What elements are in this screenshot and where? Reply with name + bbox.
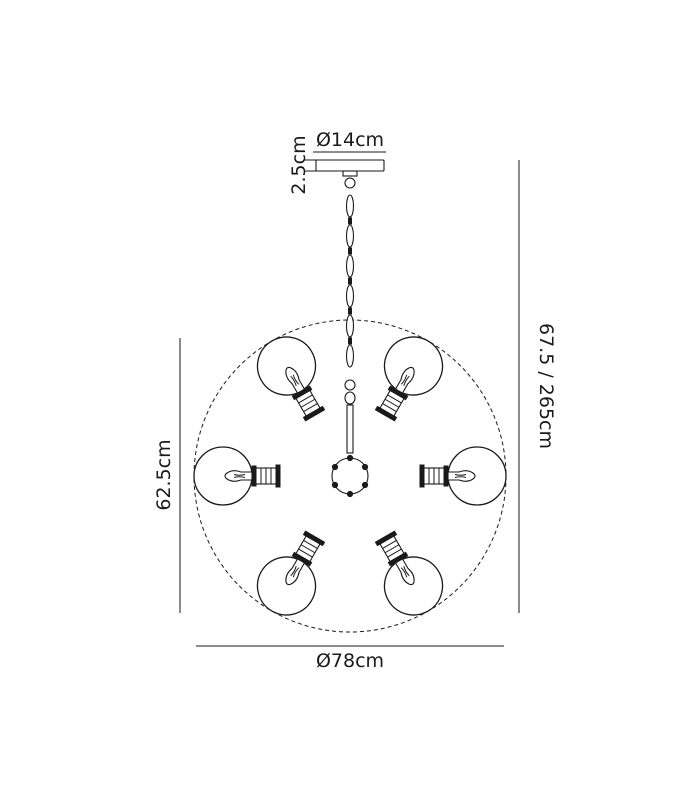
chain-link bbox=[348, 217, 352, 225]
lamp-head bbox=[374, 336, 444, 422]
lamp-head bbox=[256, 336, 326, 422]
chain-link bbox=[348, 307, 352, 315]
lamp-head bbox=[193, 446, 281, 506]
canopy-height-dimension: 2.5cm bbox=[288, 135, 318, 195]
arm-rod-inner bbox=[312, 490, 343, 540]
lampholder-flange bbox=[251, 465, 257, 487]
hub-stem bbox=[346, 404, 354, 454]
lampholder-rib bbox=[382, 403, 397, 413]
canopy-diameter-dimension: Ø14cm bbox=[313, 129, 386, 153]
hub-screw bbox=[346, 454, 354, 462]
chain-link bbox=[345, 194, 355, 218]
lampholder-rib bbox=[387, 394, 402, 404]
hub-screw bbox=[346, 490, 354, 498]
chain-ring bbox=[344, 379, 356, 391]
arms bbox=[278, 412, 422, 540]
lampholder-rib bbox=[300, 398, 316, 408]
chain-link bbox=[348, 277, 352, 285]
ceiling-canopy bbox=[315, 159, 385, 177]
lampholder-rib bbox=[298, 548, 313, 558]
hub-screw bbox=[361, 463, 369, 471]
lampholder-rib bbox=[303, 539, 318, 549]
canopy-diameter-label: Ø14cm bbox=[316, 129, 384, 151]
bulb-filament bbox=[400, 566, 410, 578]
lampholder-flange bbox=[275, 464, 281, 488]
chain-link bbox=[348, 337, 352, 345]
lampholder-rib bbox=[382, 539, 397, 549]
chain-shackle bbox=[344, 391, 356, 405]
lampholder bbox=[422, 467, 448, 485]
lampholder-rib bbox=[384, 398, 400, 408]
lamp-head bbox=[419, 446, 507, 506]
glass-globe bbox=[256, 336, 317, 396]
chain-link bbox=[345, 254, 355, 278]
hub-screw bbox=[361, 481, 369, 489]
candle-bulb bbox=[447, 470, 476, 482]
chain-ring bbox=[344, 177, 356, 189]
chain-link bbox=[345, 284, 355, 308]
bulb-filament bbox=[290, 374, 300, 386]
canopy-plate bbox=[315, 159, 385, 172]
bulb-filament bbox=[290, 566, 300, 578]
arm-rod-inner bbox=[312, 412, 343, 462]
chain-link bbox=[345, 224, 355, 248]
lampholder-flange bbox=[443, 465, 449, 487]
hub-screw bbox=[331, 463, 339, 471]
lampholder-flange bbox=[302, 530, 326, 547]
bulb-filament bbox=[233, 474, 246, 478]
lampholder-rib bbox=[300, 544, 316, 554]
suspension-chain bbox=[344, 177, 356, 405]
lampholder-flange bbox=[374, 530, 398, 547]
canopy-height-label: 2.5cm bbox=[288, 135, 310, 194]
hub-screw bbox=[331, 481, 339, 489]
overall-height-label: 67.5 / 265cm bbox=[535, 323, 557, 449]
hub-body bbox=[331, 457, 369, 495]
lampholder-flange bbox=[374, 405, 398, 422]
glass-globe bbox=[256, 556, 317, 616]
chain-link bbox=[345, 344, 355, 368]
lampholder-rib bbox=[303, 403, 318, 413]
chain-link bbox=[348, 247, 352, 255]
bulb-filament bbox=[400, 374, 410, 386]
lampholder-flange bbox=[302, 405, 326, 422]
candle-bulb bbox=[224, 470, 253, 482]
lampholder-rib bbox=[298, 394, 313, 404]
glass-globe bbox=[383, 336, 444, 396]
glass-globe bbox=[383, 556, 444, 616]
overall-height-dimension: 67.5 / 265cm bbox=[518, 160, 557, 613]
arm-rod-inner bbox=[357, 490, 388, 540]
overall-diameter-dimension: Ø78cm bbox=[196, 645, 504, 672]
lamp-heads bbox=[193, 336, 507, 616]
canopy-hook-mount bbox=[342, 170, 358, 177]
lampholder bbox=[252, 467, 278, 485]
body-height-dimension: 62.5cm bbox=[153, 338, 181, 613]
lampholder-flange bbox=[419, 464, 425, 488]
chain-link bbox=[345, 314, 355, 338]
body-height-label: 62.5cm bbox=[153, 439, 175, 510]
arm-rod-inner bbox=[357, 412, 388, 462]
bulb-filament bbox=[454, 474, 467, 478]
lampholder-rib bbox=[384, 544, 400, 554]
overall-diameter-label: Ø78cm bbox=[316, 650, 384, 672]
lampholder-rib bbox=[387, 548, 402, 558]
lamp-head bbox=[256, 530, 326, 616]
lamp-head bbox=[374, 530, 444, 616]
centre-hub bbox=[331, 404, 369, 498]
